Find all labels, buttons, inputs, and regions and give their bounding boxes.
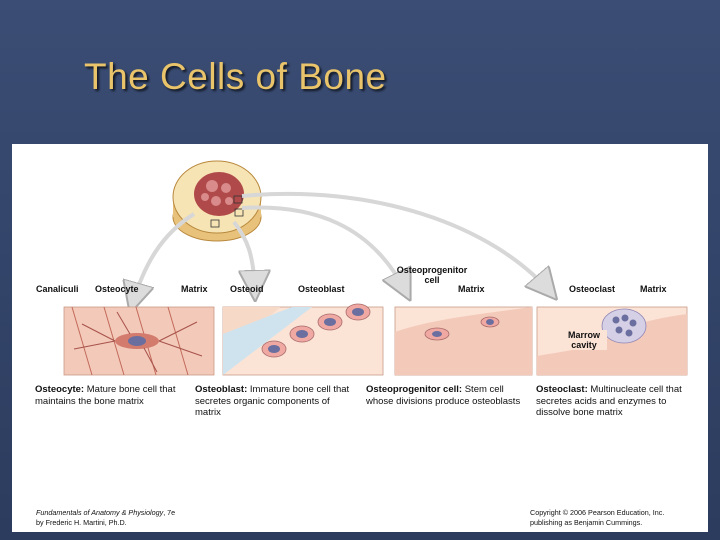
osteocyte-panel — [63, 306, 215, 376]
footer-book-credit: Fundamentals of Anatomy & Physiology, 7e… — [36, 508, 175, 528]
description-osteoclast: Osteoclast: Multinucleate cell that secr… — [536, 384, 686, 419]
description-osteoprogenitor-text: Stem cell whose divisions produce osteob… — [366, 384, 521, 407]
label-marrow-cavity: Marrow cavity — [561, 330, 607, 350]
slide-title: The Cells of Bone — [84, 56, 387, 97]
footer-copyright-text: Copyright © 2006 Pearson Education, Inc. — [530, 508, 665, 517]
description-osteoblast: Osteoblast: Immature bone cell that secr… — [195, 384, 355, 419]
label-osteoid: Osteoid — [230, 284, 264, 294]
label-osteoprogenitor-line2: cell — [424, 275, 440, 285]
label-marrow-line2: cavity — [571, 340, 597, 350]
description-osteocyte-text: Mature bone cell that maintains the bone… — [35, 384, 176, 407]
footer-book-title: Fundamentals of Anatomy & Physiology — [36, 508, 164, 517]
description-osteoblast-text: Immature bone cell that secretes organic… — [195, 384, 350, 418]
osteoprogenitor-panel — [394, 306, 533, 376]
label-matrix-1: Matrix — [181, 284, 208, 294]
osteoclast-panel — [536, 306, 688, 376]
label-osteoclast: Osteoclast — [569, 284, 616, 294]
description-osteoclast-text: Multinucleate cell that secretes acids a… — [536, 384, 682, 418]
label-osteoprogenitor-line1: Osteoprogenitor — [396, 265, 468, 275]
figure-panel: Canaliculi Osteocyte Matrix Osteoid Oste… — [12, 144, 708, 532]
arrows — [132, 191, 552, 306]
description-osteoprogenitor-name: Osteoprogenitor cell: — [366, 384, 463, 395]
footer-publisher: publishing as Benjamin Cummings. — [530, 518, 643, 527]
description-osteoclast-name: Osteoclast: — [536, 384, 588, 395]
footer-edition: , 7e — [163, 508, 176, 517]
label-matrix-2: Matrix — [458, 284, 485, 294]
label-marrow-line1: Marrow — [567, 330, 600, 340]
description-osteocyte-name: Osteocyte: — [35, 384, 85, 395]
osteoblast-panel — [222, 303, 384, 376]
footer-copyright: Copyright © 2006 Pearson Education, Inc.… — [530, 508, 664, 528]
label-matrix-3: Matrix — [640, 284, 667, 294]
description-osteoblast-name: Osteoblast: — [195, 384, 248, 395]
label-osteoprogenitor-cell: Osteoprogenitor cell — [392, 265, 472, 285]
label-canaliculi: Canaliculi — [36, 284, 79, 294]
label-osteocyte: Osteocyte — [95, 284, 139, 294]
description-osteocyte: Osteocyte: Mature bone cell that maintai… — [35, 384, 185, 407]
bone-cross-section — [172, 160, 262, 242]
footer-author: by Frederic H. Martini, Ph.D. — [36, 518, 127, 527]
description-osteoprogenitor: Osteoprogenitor cell: Stem cell whose di… — [366, 384, 526, 407]
bone-cells-illustration — [63, 160, 688, 376]
label-osteoblast: Osteoblast — [298, 284, 345, 294]
